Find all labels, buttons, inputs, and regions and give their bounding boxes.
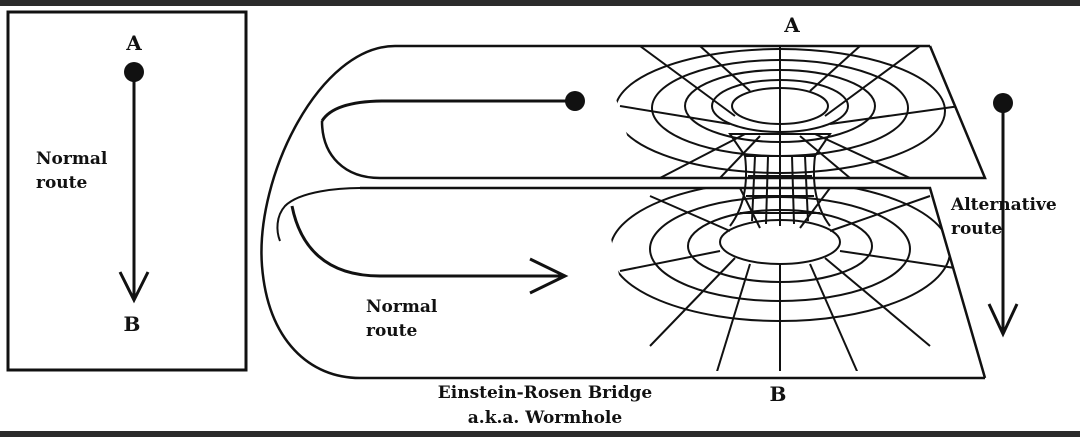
wormhole-label-a: A (783, 13, 800, 37)
caption-line2: a.k.a. Wormhole (468, 408, 623, 428)
upper-funnel-grid (614, 46, 961, 178)
left-label-a: A (125, 31, 142, 55)
alt-route-line2: route (951, 219, 1003, 239)
alt-arrowhead (987, 303, 1019, 338)
wormhole-label-b: B (770, 382, 787, 406)
caption-line1: Einstein-Rosen Bridge (438, 383, 653, 403)
lower-sheet-edge (360, 186, 987, 379)
upper-sheet-edge (320, 45, 987, 180)
left-route-label-line2: route (36, 173, 88, 193)
left-panel-frame (6, 10, 248, 372)
wormhole-normal-route-line2: route (366, 321, 418, 341)
bottom-frame-bar (0, 431, 1080, 437)
alt-route-line1: Alternative (950, 195, 1057, 215)
inner-fold-edge (276, 187, 361, 242)
wormhole-normal-route-line1: Normal (366, 297, 438, 317)
lower-route-arrowhead (529, 257, 569, 295)
left-label-b: B (124, 312, 141, 336)
left-route-label-line1: Normal (36, 149, 108, 169)
diagram-canvas: A B Normal route (0, 6, 1080, 431)
outer-fold-edge (260, 44, 985, 380)
upper-start-dot (565, 91, 585, 111)
wormhole-normal-route-lower (290, 205, 565, 278)
left-arrowhead (118, 271, 150, 304)
wormhole-throat (729, 155, 831, 227)
wormhole-normal-route-upper (320, 99, 575, 122)
lower-funnel-grid (609, 188, 976, 371)
wormhole-diagram-svg: A B Normal route (6, 10, 1057, 428)
